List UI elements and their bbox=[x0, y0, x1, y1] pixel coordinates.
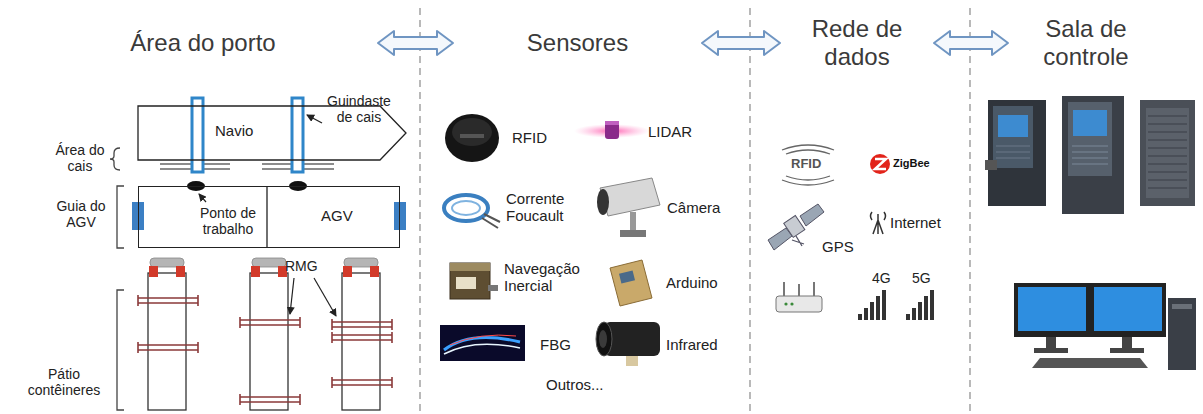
heading-text: Sala de controle bbox=[1014, 15, 1158, 70]
agv-guide-box: Ponto de trabalho AGV bbox=[138, 186, 400, 248]
separators bbox=[420, 8, 970, 414]
node-text: Navio bbox=[215, 122, 253, 139]
double-arrow bbox=[702, 31, 780, 55]
section-heading: Área do porto bbox=[30, 24, 376, 62]
sensor-icons bbox=[440, 114, 660, 366]
sensor-label: Infrared bbox=[666, 336, 718, 353]
port-label: Área do cais bbox=[52, 142, 108, 174]
double-arrow bbox=[934, 31, 1008, 55]
control-room-illustration bbox=[985, 96, 1196, 370]
node-text: AGV bbox=[321, 207, 353, 224]
network-label: 5G bbox=[912, 270, 931, 286]
section-heading: Rede de dados bbox=[782, 12, 932, 74]
heading-text: Sensores bbox=[527, 29, 628, 57]
sensor-label: Navegação Inercial bbox=[504, 260, 592, 295]
network-label: 4G bbox=[872, 270, 891, 286]
node-text: Ponto de trabalho bbox=[194, 205, 262, 237]
sensor-label: Corrente Foucault bbox=[506, 190, 588, 225]
sensor-label: LIDAR bbox=[648, 123, 692, 140]
network-label: RFID bbox=[791, 157, 821, 172]
heading-text: Área do porto bbox=[130, 29, 275, 57]
port-label: Pátio contêineres bbox=[16, 366, 112, 398]
sensor-label: Arduino bbox=[666, 274, 718, 291]
port-label: Guia do AGV bbox=[52, 198, 110, 230]
network-label: ZigBee bbox=[893, 157, 930, 170]
network-label: GPS bbox=[822, 238, 854, 255]
port-label: RMG bbox=[285, 258, 318, 274]
port-label: Guindaste de cais bbox=[318, 93, 400, 125]
sensor-label: Outros... bbox=[546, 376, 604, 393]
heading-text: Rede de dados bbox=[786, 15, 928, 70]
port-illustration bbox=[110, 98, 406, 410]
double-arrow bbox=[378, 31, 453, 55]
section-heading: Sala de controle bbox=[1010, 12, 1162, 74]
network-icons bbox=[768, 145, 934, 320]
sensor-label: FBG bbox=[540, 336, 571, 353]
network-label: Internet bbox=[890, 214, 941, 231]
sensor-label: Câmera bbox=[667, 199, 720, 216]
sensor-label: RFID bbox=[512, 129, 547, 146]
section-heading: Sensores bbox=[455, 24, 700, 62]
